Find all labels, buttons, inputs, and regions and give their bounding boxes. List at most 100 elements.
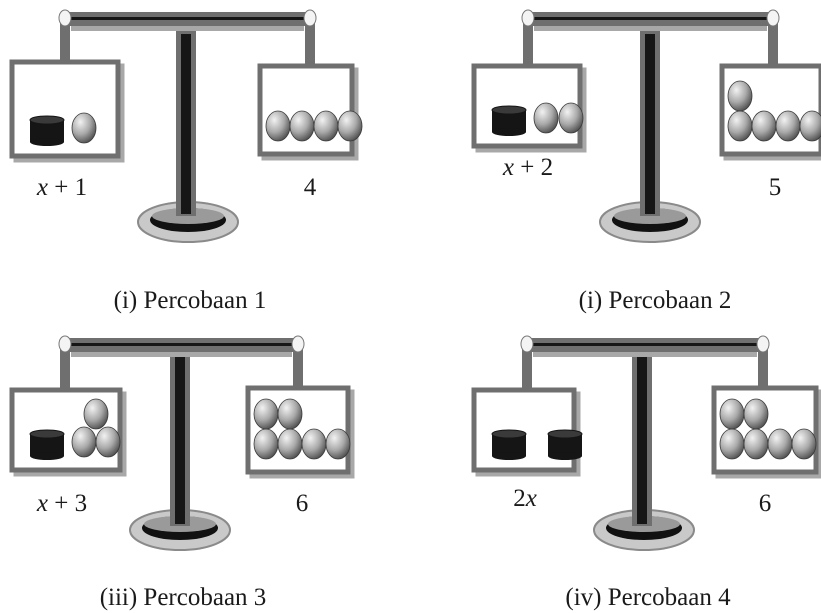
right-pivot: [303, 9, 317, 27]
left-pan-expression-4: 2x: [513, 485, 537, 512]
ball-left-1: [71, 426, 97, 458]
expr-rest-2: + 2: [514, 154, 553, 181]
ball-right-2: [751, 110, 777, 142]
scale-beam-shadow: [71, 352, 292, 357]
ball-right-3: [767, 428, 793, 460]
right-pan-value-4: 6: [759, 490, 772, 517]
left-pan: [9, 59, 121, 159]
scale-beam-line: [528, 17, 773, 20]
expr-rest-3: + 3: [48, 490, 87, 517]
ball-right-2: [289, 110, 315, 142]
right-pan-value-1: 4: [304, 174, 317, 201]
ball-left-2: [95, 426, 121, 458]
left-pivot: [521, 9, 535, 27]
caption-3: (iii) Percobaan 3: [100, 584, 267, 611]
right-pan: [257, 63, 355, 157]
scale-4: [471, 335, 821, 551]
left-pan-expression-1: x + 1: [36, 174, 87, 201]
scale-post-core: [175, 356, 185, 524]
can-body: [548, 434, 582, 456]
scale-beam-line: [527, 343, 763, 346]
can-1: [29, 429, 65, 460]
left-hanger: [60, 344, 70, 392]
can-bottom: [492, 128, 526, 136]
caption-4: (iv) Percobaan 4: [565, 584, 731, 611]
left-hanger: [523, 18, 533, 68]
ball-right-3: [301, 428, 327, 460]
can-top: [491, 429, 527, 439]
right-pan-value-2: 5: [769, 174, 782, 201]
ball-right-2: [277, 428, 303, 460]
right-hanger: [305, 18, 315, 68]
can-body: [30, 120, 64, 142]
ball-right-4: [337, 110, 363, 142]
scale-beam-shadow: [533, 352, 757, 357]
expr-variable-4: x: [525, 485, 537, 512]
right-pivot: [766, 9, 780, 27]
ball-left-1: [533, 102, 559, 134]
right-pan-value-3: 6: [296, 490, 309, 517]
can-top: [491, 105, 527, 115]
can-bottom: [548, 452, 582, 460]
expr-coefficient-4: 2: [513, 485, 526, 512]
left-pan-expression-2: x + 2: [502, 154, 553, 181]
ball-right-4: [799, 110, 821, 142]
expr-variable-3: x: [36, 490, 48, 517]
ball-left-1: [71, 112, 97, 144]
scale-2: [471, 9, 821, 243]
scale-3: [9, 335, 355, 551]
scale-post-core: [645, 34, 655, 214]
can-top: [29, 115, 65, 125]
can-body: [30, 434, 64, 456]
ball-right-1: [265, 110, 291, 142]
scale-post-core: [181, 34, 191, 214]
can-1: [491, 429, 527, 460]
ball-right-1: [253, 428, 279, 460]
ball-right-3: [313, 110, 339, 142]
right-pivot: [756, 335, 770, 353]
can-1: [491, 105, 527, 136]
caption-1: (i) Percobaan 1: [114, 287, 267, 314]
ball-right-1: [719, 428, 745, 460]
panel-2: x + 2 5 (i) Percobaan 2: [471, 9, 821, 314]
can-bottom: [30, 452, 64, 460]
left-pivot: [520, 335, 534, 353]
left-hanger: [522, 344, 532, 392]
right-hanger: [293, 344, 303, 390]
ball-right-2: [743, 428, 769, 460]
can-bottom: [30, 138, 64, 146]
scale-1: [9, 9, 363, 243]
ball-right-5: [253, 398, 279, 430]
ball-right-3: [775, 110, 801, 142]
caption-2: (i) Percobaan 2: [579, 287, 732, 314]
can-top: [29, 429, 65, 439]
can-body: [492, 110, 526, 132]
can-2: [547, 429, 583, 460]
ball-right-5: [719, 398, 745, 430]
ball-right-4: [791, 428, 817, 460]
left-pan-expression-3: x + 3: [36, 490, 87, 517]
ball-left-2: [558, 102, 584, 134]
can-1: [29, 115, 65, 146]
ball-right-6: [743, 398, 769, 430]
left-pivot: [58, 9, 72, 27]
scale-beam-shadow: [534, 26, 767, 31]
ball-left-3: [83, 398, 109, 430]
left-pan: [471, 63, 583, 149]
ball-right-5: [727, 80, 753, 112]
panel-1: x + 1 4 (i) Percobaan 1: [9, 9, 363, 314]
expr-rest-1: + 1: [48, 174, 87, 201]
can-bottom: [492, 452, 526, 460]
can-body: [492, 434, 526, 456]
scale-beam-shadow: [71, 26, 304, 31]
ball-right-4: [325, 428, 351, 460]
scale-beam-line: [65, 17, 310, 20]
ball-right-6: [277, 398, 303, 430]
expr-variable-2: x: [502, 154, 514, 181]
expr-variable-1: x: [36, 174, 48, 201]
ball-right-1: [727, 110, 753, 142]
left-pivot: [58, 335, 72, 353]
panel-3: x + 3 6 (iii) Percobaan 3: [9, 335, 355, 611]
scale-beam-line: [65, 343, 298, 346]
